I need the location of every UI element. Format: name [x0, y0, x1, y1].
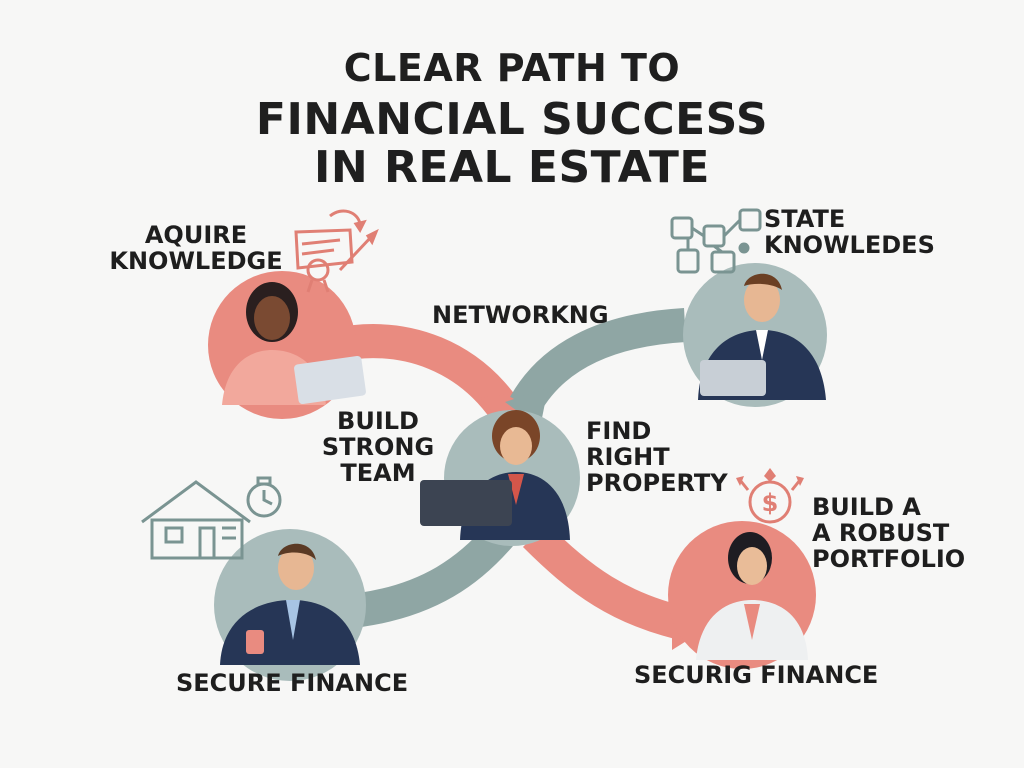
team-line-2: STRONG: [321, 433, 435, 461]
person-center: [420, 410, 580, 546]
person-acquire-knowledge: [208, 271, 366, 419]
network-locks-icon: [670, 208, 762, 274]
property-line-3: PROPERTY: [586, 469, 728, 497]
label-robust-portfolio: BUILD A A ROBUST PORTFOLIO: [812, 494, 965, 572]
person-secure-finance: [214, 529, 366, 681]
label-acquire-knowledge: AQUIRE KNOWLEDGE: [96, 222, 296, 274]
portfolio-line-2: A ROBUST: [812, 519, 950, 547]
label-state-knowledges: STATE KNOWLEDES: [764, 206, 935, 258]
label-build-strong-team: BUILD STRONG TEAM: [318, 408, 438, 486]
property-line-2: RIGHT: [586, 443, 670, 471]
title-line-3: IN REAL ESTATE: [314, 142, 710, 193]
title-line-1: CLEAR PATH TO: [343, 46, 681, 90]
networking-text: NETWORKNG: [432, 301, 609, 329]
arrow-bottom-left: [357, 523, 513, 627]
label-find-right-property: FIND RIGHT PROPERTY: [586, 418, 728, 496]
flow-arrows: [331, 308, 712, 650]
arrow-bottom-right: [522, 522, 694, 642]
person-state-knowledges: [683, 263, 827, 407]
label-networking: NETWORKNG: [432, 302, 609, 328]
scroll-certificate-icon: [294, 209, 379, 293]
person-robust-portfolio: [668, 521, 816, 669]
dollar-coin-icon: $: [736, 468, 804, 524]
state-line-2: KNOWLEDES: [764, 231, 935, 259]
acquire-line-1: AQUIRE: [144, 221, 248, 249]
title-line-2: FINANCIAL SUCCESS: [255, 94, 769, 145]
team-line-3: TEAM: [340, 459, 416, 487]
label-secure-finance: SECURE FINANCE: [176, 670, 408, 696]
label-securig-finance: SECURIG FINANCE: [634, 662, 878, 688]
arrow-top-right: [510, 308, 687, 414]
secure-left-text: SECURE FINANCE: [176, 669, 409, 697]
house-clock-icon: [141, 476, 282, 560]
state-line-1: STATE: [764, 205, 846, 233]
secure-right-text: SECURIG FINANCE: [634, 661, 879, 689]
portfolio-line-3: PORTFOLIO: [812, 545, 966, 573]
property-line-1: FIND: [586, 417, 652, 445]
acquire-line-2: KNOWLEDGE: [109, 247, 283, 275]
portfolio-line-1: BUILD A: [812, 493, 921, 521]
svg-text:$: $: [762, 489, 779, 517]
arrow-top-left: [331, 324, 519, 421]
team-line-1: BUILD: [337, 407, 419, 435]
